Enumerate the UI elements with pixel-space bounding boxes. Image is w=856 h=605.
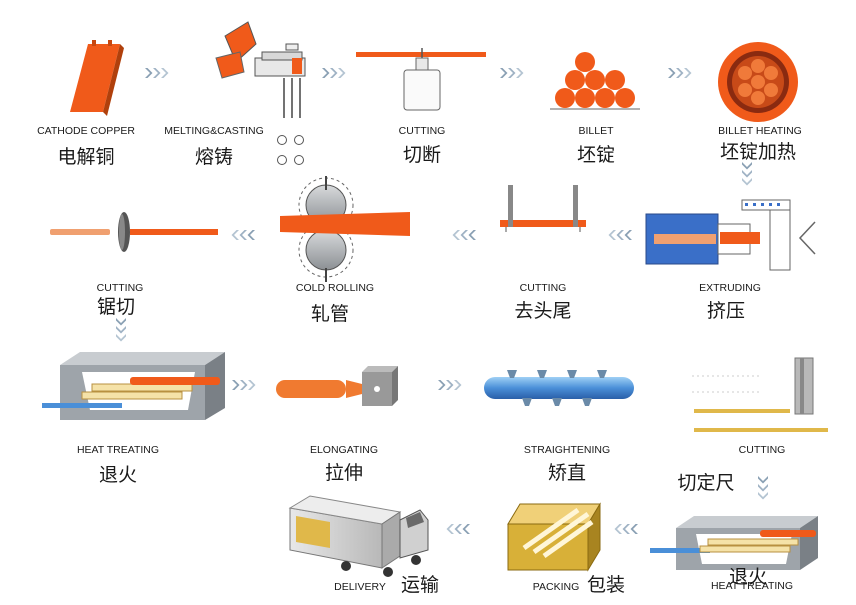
arrow-right-icon xyxy=(232,380,256,390)
saw-cutter-icon xyxy=(50,212,218,252)
arrow-down-icon xyxy=(758,476,768,500)
step-label-zh: 坯锭 xyxy=(576,144,616,166)
arrow-right-icon xyxy=(438,380,462,390)
step-label-en: EXTRUDING xyxy=(699,282,761,294)
step-label-zh: 坯锭加热 xyxy=(719,141,797,163)
step-label-en: PACKING xyxy=(532,581,580,593)
step-label-zh: 拉伸 xyxy=(324,462,364,484)
step-label-zh: 电解铜 xyxy=(57,146,115,168)
arrow-right-icon xyxy=(668,68,692,78)
step-label-en: HEAT TREATING xyxy=(710,580,794,592)
step-label-en: MELTING&CASTING xyxy=(164,125,264,137)
step-label-en: CUTTING xyxy=(519,282,567,294)
packing-crate-icon xyxy=(507,502,601,572)
arrow-left-icon xyxy=(614,524,638,534)
step-label-en: STRAIGHTENING xyxy=(523,444,611,456)
delivery-truck-icon xyxy=(288,495,429,577)
step-label-zh: 挤压 xyxy=(706,300,746,322)
melting-furnace-icon xyxy=(215,21,306,165)
step-label-zh: 熔铸 xyxy=(194,146,234,168)
arrow-left-icon xyxy=(452,230,476,240)
step-label-en: CUTTING xyxy=(96,282,144,294)
step-label-en: CUTTING xyxy=(738,444,786,456)
extruder-icon xyxy=(645,199,816,271)
step-label-zh: 矫直 xyxy=(547,462,587,484)
step-label-zh: 切断 xyxy=(402,144,442,166)
step-label-zh: 退火 xyxy=(728,566,768,588)
step-label-en: DELIVERY xyxy=(334,581,386,593)
straightener-icon xyxy=(484,370,634,406)
arrow-left-icon xyxy=(446,524,470,534)
step-label-en: ELONGATING xyxy=(309,444,379,456)
billet-heater-icon xyxy=(718,42,798,122)
arrow-left-icon xyxy=(231,230,255,240)
arrow-right-icon xyxy=(145,68,169,78)
step-label-zh: 切定尺 xyxy=(677,472,735,494)
annealing-furnace-icon xyxy=(650,516,818,570)
drawing-die-icon xyxy=(276,366,398,406)
cathode-copper-icon xyxy=(70,40,124,116)
step-label-zh: 轧管 xyxy=(310,303,350,325)
arrow-right-icon xyxy=(322,68,346,78)
arrow-down-icon xyxy=(116,318,126,342)
step-label-zh: 去头尾 xyxy=(514,300,572,322)
step-label-en: CUTTING xyxy=(398,125,446,137)
step-label-en: COLD ROLLING xyxy=(295,282,375,294)
step-label-zh: 包装 xyxy=(586,574,626,596)
billet-stack-icon xyxy=(550,52,640,110)
step-label-zh: 运输 xyxy=(400,574,440,596)
step-label-zh: 锯切 xyxy=(96,296,136,318)
annealing-furnace-icon xyxy=(42,352,225,420)
step-label-en: HEAT TREATING xyxy=(76,444,160,456)
step-label-en: BILLET xyxy=(578,125,614,137)
step-label-en: BILLET HEATING xyxy=(718,125,802,137)
step-label-en: CATHODE COPPER xyxy=(37,125,135,137)
bar-cutter-icon xyxy=(356,48,486,111)
arrow-left-icon xyxy=(608,230,632,240)
end-cutter-icon xyxy=(500,185,586,232)
cold-rolling-mill-icon xyxy=(280,176,410,282)
arrow-down-icon xyxy=(742,162,752,186)
fixed-length-cutter-icon xyxy=(692,357,828,432)
step-label-zh: 退火 xyxy=(98,464,138,486)
arrow-right-icon xyxy=(500,68,524,78)
